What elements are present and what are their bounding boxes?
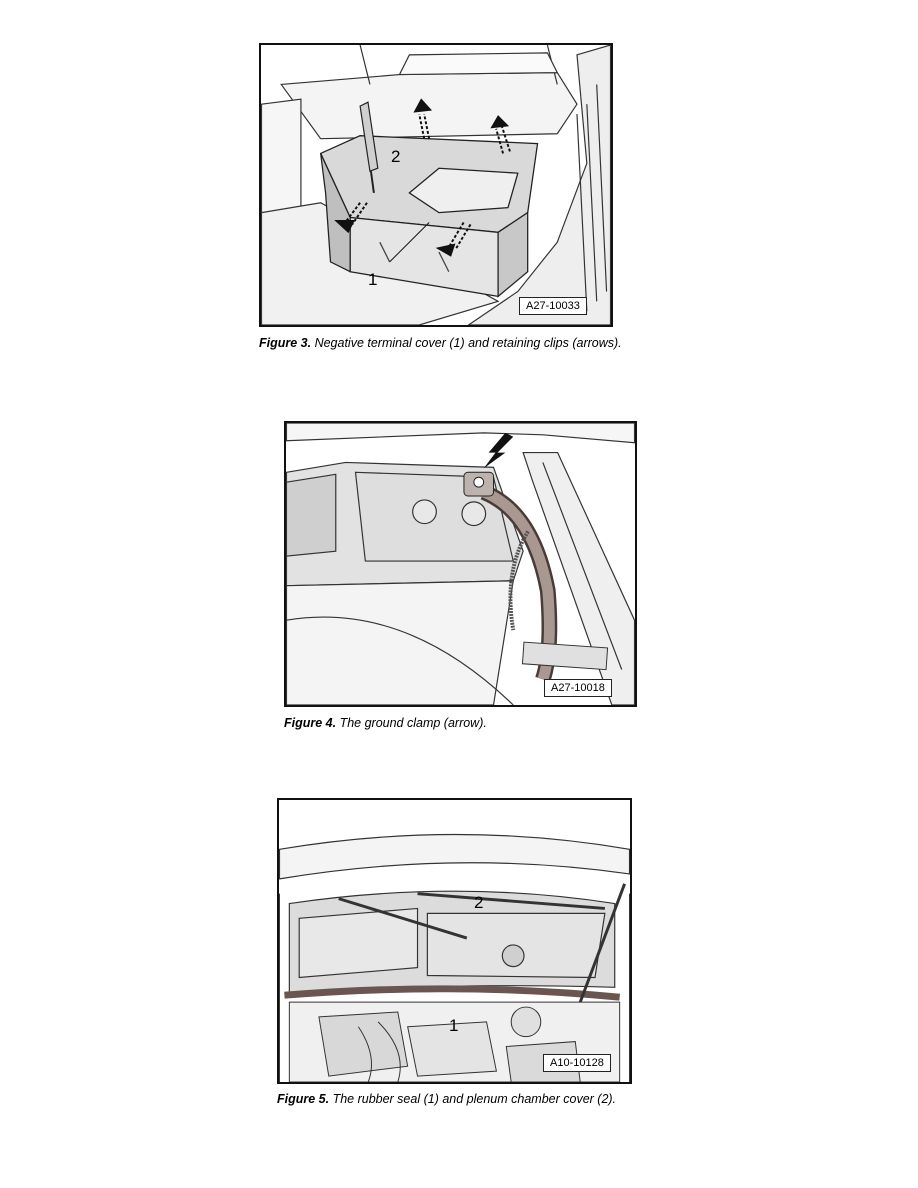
caption-text: The rubber seal (1) and plenum chamber c…: [329, 1092, 617, 1106]
plenum-cover-drawing: [279, 833, 630, 1082]
callout-1: 1: [449, 1016, 459, 1035]
figure-code-label: A27-10018: [544, 679, 612, 697]
figure-3-illustration: 2 1 A27-10033: [259, 43, 613, 327]
figure-5-illustration: 2 1 A10-10128: [277, 798, 632, 1084]
caption-text: The ground clamp (arrow).: [336, 716, 487, 730]
figure-code-label: A10-10128: [543, 1054, 611, 1072]
caption-label: Figure 5.: [277, 1092, 330, 1106]
caption-label: Figure 3.: [259, 336, 312, 350]
battery-cover-drawing: [261, 45, 611, 325]
figure-5-caption: Figure 5. The rubber seal (1) and plenum…: [277, 1092, 616, 1106]
figure-code-label: A27-10033: [519, 297, 587, 315]
callout-2: 2: [474, 893, 484, 912]
figure-3-caption: Figure 3. Negative terminal cover (1) an…: [259, 336, 622, 350]
caption-label: Figure 4.: [284, 716, 337, 730]
caption-text: Negative terminal cover (1) and retainin…: [311, 336, 622, 350]
figure-4-illustration: A27-10018: [284, 421, 637, 707]
callout-2: 2: [391, 147, 401, 166]
callout-1: 1: [368, 270, 378, 289]
ground-clamp-drawing: [286, 423, 635, 705]
figure-4-caption: Figure 4. The ground clamp (arrow).: [284, 716, 487, 730]
